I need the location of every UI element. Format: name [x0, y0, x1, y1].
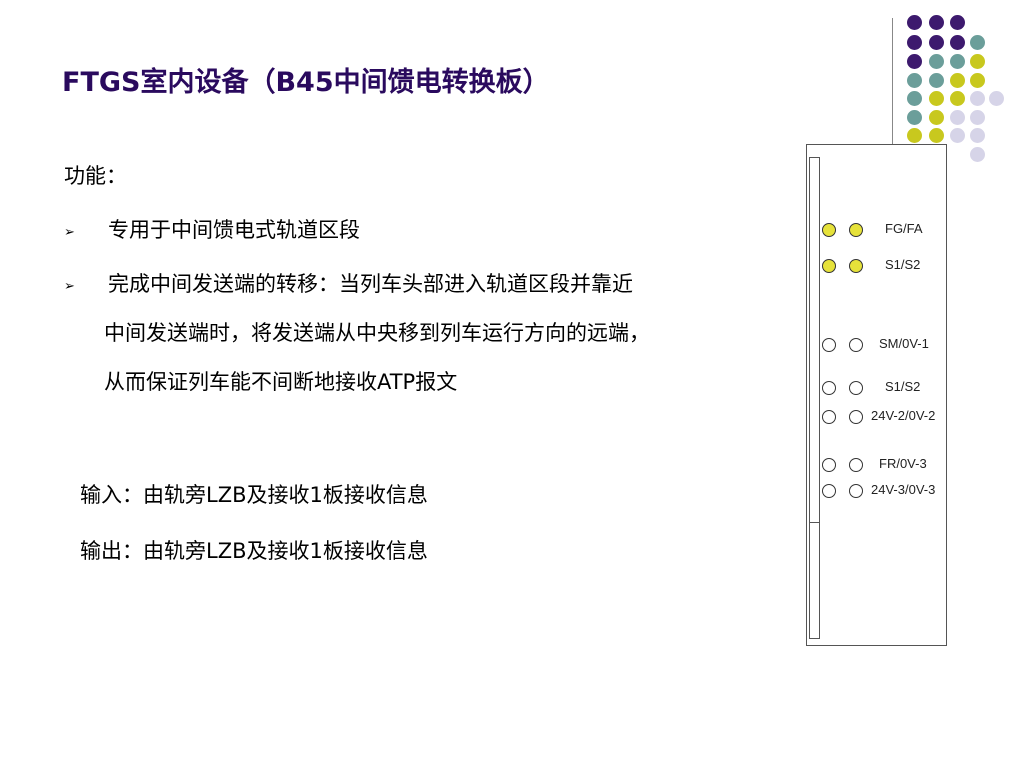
- decorative-dot: [929, 54, 944, 69]
- led-indicator-lit: [849, 259, 863, 273]
- decorative-dot: [907, 35, 922, 50]
- decorative-dot: [929, 91, 944, 106]
- input-text: 输入：由轨旁LZB及接收1板接收信息: [80, 483, 428, 507]
- decorative-dot: [950, 91, 965, 106]
- led-label: SM/0V-1: [879, 336, 929, 351]
- decorative-dot: [929, 35, 944, 50]
- output-text: 输出：由轨旁LZB及接收1板接收信息: [80, 539, 428, 563]
- decorative-divider-line: [892, 18, 893, 146]
- bullet-text-2-line-2: 中间发送端时，将发送端从中央移到列车运行方向的远端，: [104, 321, 650, 345]
- board-strip-divider: [810, 522, 819, 523]
- led-indicator-lit: [849, 223, 863, 237]
- decorative-dot: [907, 110, 922, 125]
- decorative-dot: [907, 15, 922, 30]
- bullet-text-2-line-3: 从而保证列车能不间断地接收ATP报文: [104, 370, 458, 394]
- decorative-dot: [929, 128, 944, 143]
- decorative-dot: [950, 54, 965, 69]
- led-indicator-off: [822, 338, 836, 352]
- led-indicator-off: [822, 458, 836, 472]
- decorative-dot: [950, 128, 965, 143]
- decorative-dot: [970, 128, 985, 143]
- led-indicator-lit: [822, 223, 836, 237]
- led-indicator-off: [822, 381, 836, 395]
- led-indicator-off: [849, 410, 863, 424]
- decorative-dot: [970, 35, 985, 50]
- led-label: FR/0V-3: [879, 456, 927, 471]
- decorative-dot: [907, 54, 922, 69]
- led-label: S1/S2: [885, 379, 921, 394]
- bullet-text-2-line-1: 完成中间发送端的转移：当列车头部进入轨道区段并靠近: [108, 272, 633, 296]
- led-label: S1/S2: [885, 257, 921, 272]
- decorative-dot: [950, 110, 965, 125]
- decorative-dot: [929, 73, 944, 88]
- decorative-dot: [970, 147, 985, 162]
- led-indicator-off: [822, 484, 836, 498]
- decorative-dot: [950, 15, 965, 30]
- decorative-dot: [929, 110, 944, 125]
- led-indicator-off: [849, 484, 863, 498]
- decorative-dot: [950, 35, 965, 50]
- decorative-dot: [970, 91, 985, 106]
- led-indicator-off: [822, 410, 836, 424]
- decorative-dot: [970, 54, 985, 69]
- led-indicator-off: [849, 458, 863, 472]
- board-side-strip: [809, 157, 820, 639]
- decorative-dot: [929, 15, 944, 30]
- decorative-dot: [907, 73, 922, 88]
- led-indicator-off: [849, 381, 863, 395]
- decorative-dot: [970, 73, 985, 88]
- led-label: 24V-3/0V-3: [871, 482, 936, 497]
- bullet-arrow-icon: ➢: [64, 279, 75, 294]
- decorative-dot: [950, 73, 965, 88]
- bullet-text-1: 专用于中间馈电式轨道区段: [108, 218, 360, 242]
- slide-title: FTGS室内设备（B45中间馈电转换板）: [62, 67, 550, 98]
- led-indicator-lit: [822, 259, 836, 273]
- led-indicator-off: [849, 338, 863, 352]
- led-label: FG/FA: [885, 221, 923, 236]
- bullet-arrow-icon: ➢: [64, 225, 75, 240]
- function-label: 功能：: [64, 164, 127, 188]
- decorative-dot: [970, 110, 985, 125]
- decorative-dot: [907, 91, 922, 106]
- led-label: 24V-2/0V-2: [871, 408, 936, 423]
- decorative-dot: [907, 128, 922, 143]
- decorative-dot: [989, 91, 1004, 106]
